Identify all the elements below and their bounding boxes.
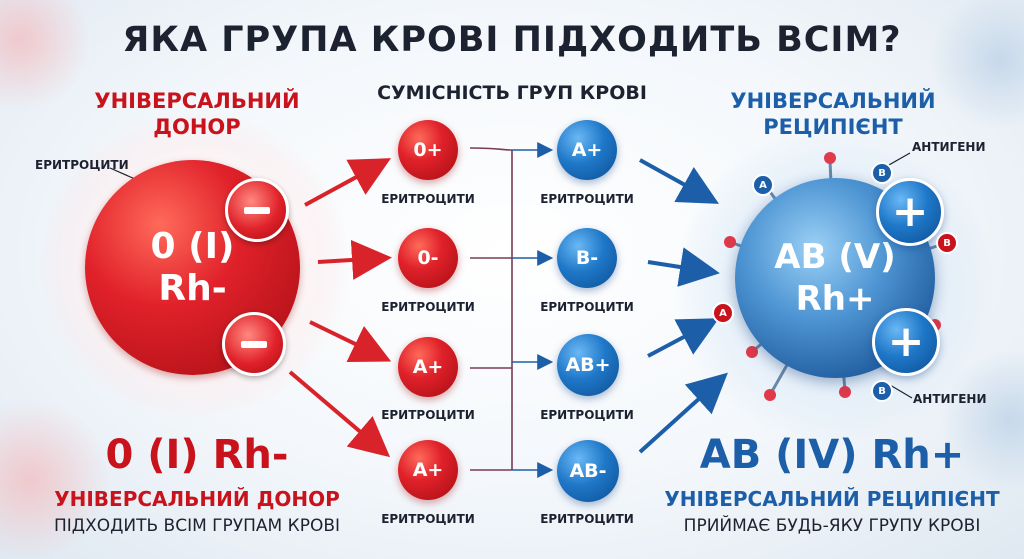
minus-icon [222, 312, 286, 376]
blue-node-caption: ЕРИТРОЦИТИ [540, 300, 634, 314]
donor-heading: УНІВЕРСАЛЬНИЙ ДОНОР [94, 89, 300, 139]
red-node: 0- [398, 228, 458, 288]
plus-icon: + [872, 308, 940, 376]
recipient-cell-line2: Rh+ [795, 279, 875, 319]
antigen-b-marker: B [936, 232, 958, 254]
antigen-b-marker: B [871, 380, 893, 402]
recipient-caption: ПРИЙМАЄ БУДЬ-ЯКУ ГРУПУ КРОВІ [683, 516, 981, 536]
compat-connectors [469, 147, 513, 471]
red-node: A+ [398, 440, 458, 500]
compat-title: СУМІСНІСТЬ ГРУП КРОВІ [377, 82, 647, 104]
red-node-caption: ЕРИТРОЦИТИ [381, 192, 475, 206]
page-title: ЯКА ГРУПА КРОВІ ПІДХОДИТЬ ВСІМ? [122, 20, 902, 60]
donor-cell-line2: Rh- [158, 267, 227, 309]
donor-subtitle: УНІВЕРСАЛЬНИЙ ДОНОР [54, 487, 340, 511]
antigen-label-bottom: АНТИГЕНИ [913, 392, 987, 406]
antigen-b-marker: B [871, 162, 893, 184]
recipient-arrows [638, 158, 728, 454]
antigen-a-marker: A [712, 302, 734, 324]
red-node-caption: ЕРИТРОЦИТИ [381, 300, 475, 314]
recipient-cell-line1: AB (V) [774, 237, 896, 277]
recipient-heading: УНІВЕРСАЛЬНИЙ РЕЦИПІЄНТ [730, 89, 936, 139]
donor-cell-label: ЕРИТРОЦИТИ [35, 158, 129, 172]
red-node-caption: ЕРИТРОЦИТИ [381, 512, 475, 526]
blue-node-caption: ЕРИТРОЦИТИ [540, 408, 634, 422]
donor-big-label: 0 (I) Rh- [105, 432, 289, 478]
red-node: A+ [398, 337, 458, 397]
blue-node-caption: ЕРИТРОЦИТИ [540, 192, 634, 206]
recipient-big-label: AB (IV) Rh+ [699, 432, 965, 478]
antigen-a-marker: A [752, 174, 774, 196]
minus-icon [225, 178, 289, 242]
antigen-pointer-bottom [889, 384, 913, 399]
donor-arrows [288, 158, 392, 458]
red-node-caption: ЕРИТРОЦИТИ [381, 408, 475, 422]
blue-node: B- [557, 228, 617, 288]
red-node: 0+ [398, 120, 458, 180]
blue-node-caption: ЕРИТРОЦИТИ [540, 512, 634, 526]
recipient-subtitle: УНІВЕРСАЛЬНИЙ РЕЦИПІЄНТ [664, 487, 1000, 511]
blue-node: A+ [557, 120, 617, 180]
compat-arrows-blue [512, 142, 554, 478]
antigen-label-top: АНТИГЕНИ [912, 140, 986, 154]
plus-icon: + [876, 178, 944, 246]
donor-cell-line1: 0 (I) [150, 225, 235, 267]
blue-node: AB+ [557, 334, 619, 396]
donor-caption: ПІДХОДИТЬ ВСІМ ГРУПАМ КРОВІ [53, 516, 341, 536]
blue-node: AB- [557, 440, 619, 502]
